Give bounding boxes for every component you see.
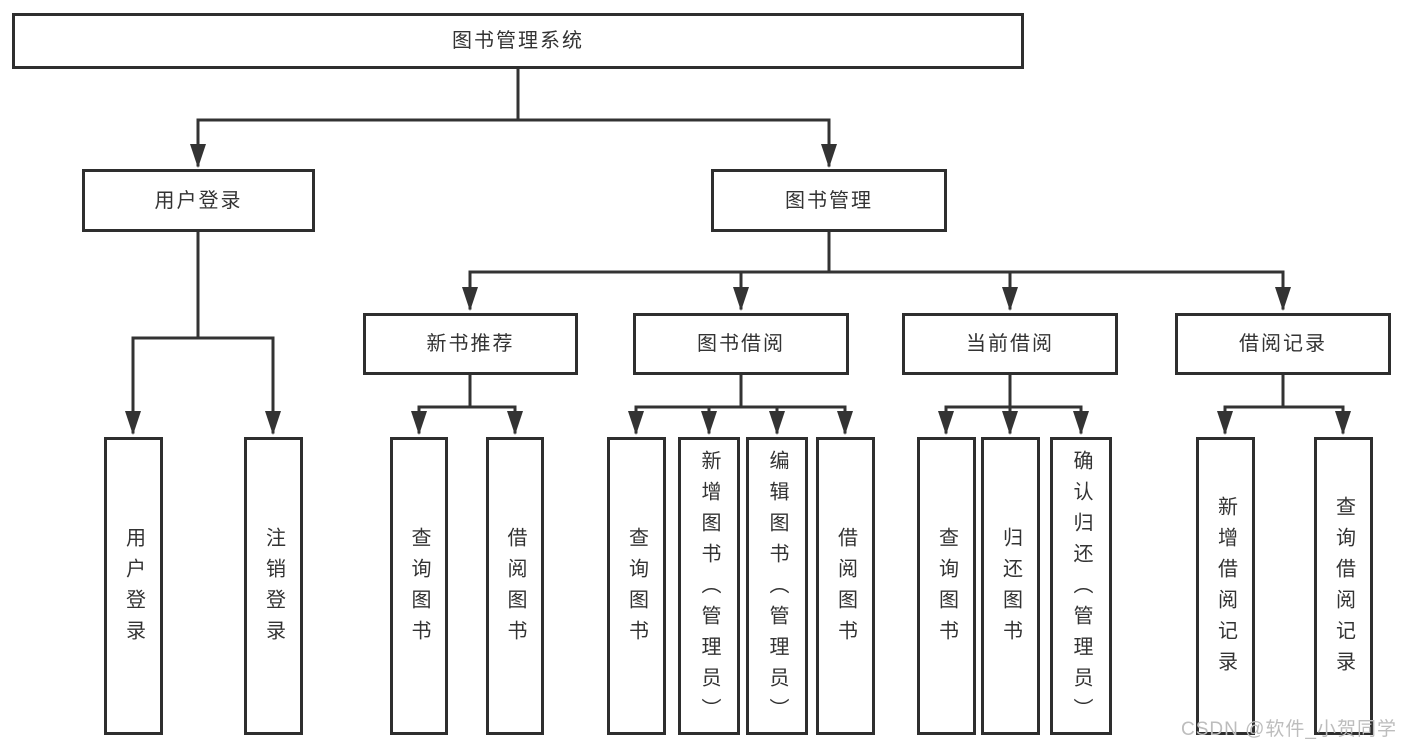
node-new-book-recommendation: 新书推荐 bbox=[363, 313, 578, 375]
connector-current-borrowing-to-leaves bbox=[938, 373, 1089, 435]
connector-root-to-level2 bbox=[190, 67, 837, 168]
connector-borrowing-records-to-leaves bbox=[1217, 373, 1351, 435]
leaf-return-books: 归还图书 bbox=[981, 437, 1040, 735]
connector-book-borrowing-to-leaves bbox=[628, 373, 853, 435]
leaf-add-borrow-record: 新增借阅记录 bbox=[1196, 437, 1255, 735]
leaf-query-books-current: 查询图书 bbox=[917, 437, 976, 735]
connector-book-management-to-level3 bbox=[462, 230, 1291, 311]
leaf-query-books-borrowing: 查询图书 bbox=[607, 437, 666, 735]
node-book-borrowing: 图书借阅 bbox=[633, 313, 849, 375]
watermark: CSDN @软件_小贺同学 bbox=[1181, 719, 1397, 740]
leaf-confirm-return-admin: 确认归还（管理员） bbox=[1050, 437, 1112, 735]
node-book-management: 图书管理 bbox=[711, 169, 947, 232]
leaf-query-borrow-record: 查询借阅记录 bbox=[1314, 437, 1373, 735]
leaf-query-books-recommend: 查询图书 bbox=[390, 437, 448, 735]
connector-new-book-recommendation-to-leaves bbox=[411, 373, 523, 435]
leaf-logout: 注销登录 bbox=[244, 437, 303, 735]
leaf-borrow-books-recommend: 借阅图书 bbox=[486, 437, 544, 735]
leaf-edit-book-admin: 编辑图书（管理员） bbox=[746, 437, 808, 735]
leaf-user-login: 用户登录 bbox=[104, 437, 163, 735]
node-user-login: 用户登录 bbox=[82, 169, 315, 232]
node-current-borrowing: 当前借阅 bbox=[902, 313, 1118, 375]
leaf-add-book-admin: 新增图书（管理员） bbox=[678, 437, 740, 735]
node-library-management-system: 图书管理系统 bbox=[12, 13, 1024, 69]
leaf-borrow-books: 借阅图书 bbox=[816, 437, 875, 735]
connector-user-login-to-leaves bbox=[125, 230, 281, 435]
node-borrowing-records: 借阅记录 bbox=[1175, 313, 1391, 375]
